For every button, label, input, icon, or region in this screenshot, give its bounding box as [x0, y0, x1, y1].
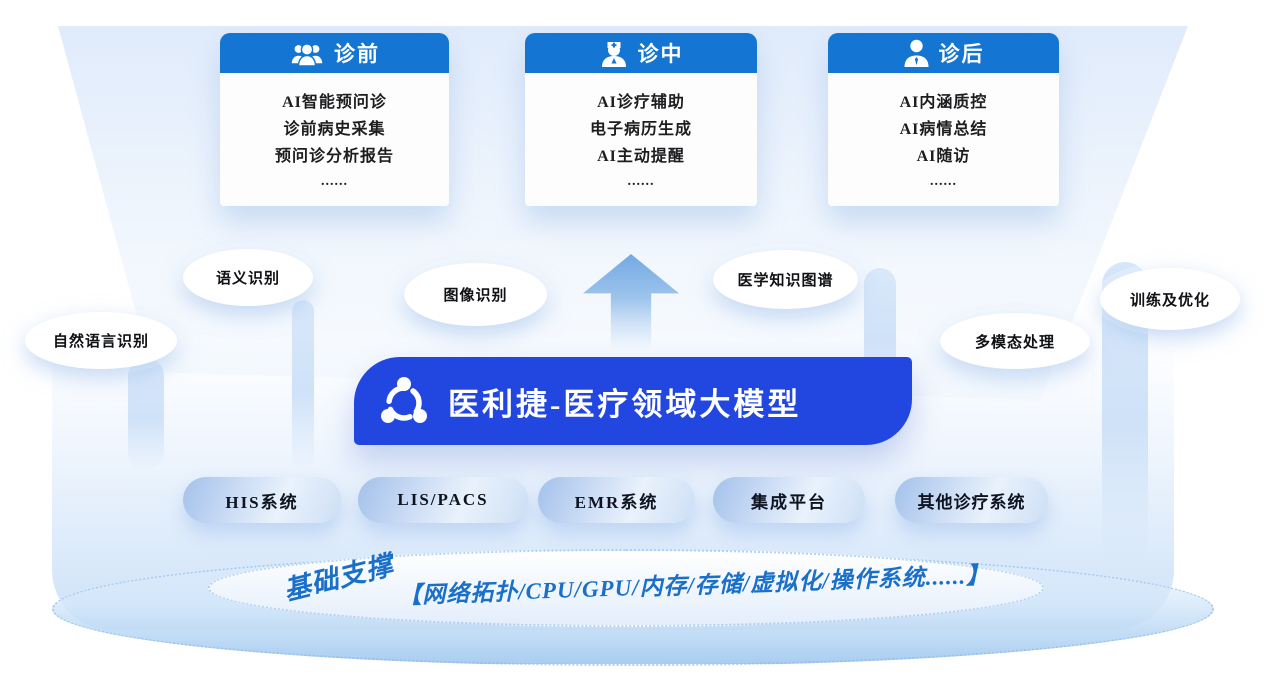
- system-pill-his: HIS系统: [183, 477, 341, 523]
- capability-bubble-semantic: 语义识别: [183, 249, 313, 306]
- stage-card-post-diagnosis: 诊后 AI内涵质控 AI病情总结 AI随访 ......: [828, 33, 1059, 206]
- stage-card-header: 诊中: [525, 33, 757, 73]
- pill-label: 其他诊疗系统: [917, 492, 1026, 512]
- bubble-label: 图像识别: [443, 288, 508, 304]
- stage-card-item: AI主动提醒: [597, 148, 685, 165]
- stage-card-title: 诊中: [637, 42, 684, 66]
- person-icon: [904, 39, 928, 67]
- stage-card-title: 诊后: [938, 42, 985, 66]
- stage-card-item: 诊前病史采集: [283, 121, 386, 138]
- stage-card-item: 电子病历生成: [589, 121, 692, 138]
- stage-card-header: 诊后: [828, 33, 1059, 73]
- share-network-icon: [381, 377, 427, 423]
- bubble-label: 训练及优化: [1129, 292, 1210, 309]
- capability-bubble-multimodal: 多模态处理: [940, 313, 1090, 369]
- stage-card-ellipsis: ......: [627, 174, 655, 189]
- stage-card-item: AI内涵质控: [899, 94, 988, 111]
- stage-card-item: 预问诊分析报告: [274, 148, 394, 165]
- stage-card-ellipsis: ......: [321, 174, 348, 189]
- capability-bubble-training: 训练及优化: [1100, 268, 1240, 330]
- core-model-box: 医利捷-医疗领域大模型: [354, 357, 912, 445]
- platform-ellipse-inner: [208, 549, 1044, 627]
- stage-card-pre-diagnosis: 诊前 AI智能预问诊 诊前病史采集 预问诊分析报告 ......: [220, 33, 449, 206]
- stage-card-ellipsis: ......: [930, 174, 957, 189]
- foundation-band: 基础支撑 【网络拓扑/CPU/GPU/内存/存储/虚拟化/操作系统......】: [281, 548, 1042, 620]
- foundation-prefix: 基础支撑: [280, 549, 397, 607]
- stage-card-item: AI诊疗辅助: [597, 94, 685, 111]
- users-group-icon: [290, 42, 324, 67]
- stage-card-body: AI诊疗辅助 电子病历生成 AI主动提醒 ......: [525, 73, 757, 206]
- capability-bubble-nlp: 自然语言识别: [25, 312, 177, 369]
- bubble-label: 医学知识图谱: [737, 273, 834, 289]
- stage-card-title: 诊前: [334, 42, 380, 66]
- capability-bubble-knowledge-graph: 医学知识图谱: [713, 250, 858, 309]
- pill-label: EMR系统: [574, 492, 659, 512]
- pill-label: HIS系统: [225, 492, 299, 512]
- bubble-label: 语义识别: [215, 271, 280, 287]
- stage-card-item: AI随访: [916, 148, 971, 165]
- stage-card-item: AI智能预问诊: [282, 94, 387, 111]
- stage-card-in-diagnosis: 诊中 AI诊疗辅助 电子病历生成 AI主动提醒 ......: [525, 33, 757, 206]
- foundation-detail: 【网络拓扑/CPU/GPU/内存/存储/虚拟化/操作系统......】: [397, 562, 991, 609]
- doctor-icon: [601, 42, 626, 67]
- stage-card-body: AI内涵质控 AI病情总结 AI随访 ......: [828, 73, 1059, 206]
- bubble-label: 多模态处理: [974, 334, 1055, 351]
- system-pill-integration: 集成平台: [713, 477, 865, 523]
- system-pill-other: 其他诊疗系统: [895, 477, 1048, 523]
- core-model-title: 医利捷-医疗领域大模型: [448, 386, 802, 422]
- system-pill-lis-pacs: LIS/PACS: [358, 477, 528, 523]
- system-pill-emr: EMR系统: [538, 477, 695, 523]
- support-pillar: [128, 358, 164, 470]
- stage-card-item: AI病情总结: [899, 121, 988, 138]
- support-pillar: [292, 300, 314, 470]
- stage-card-body: AI智能预问诊 诊前病史采集 预问诊分析报告 ......: [220, 73, 449, 206]
- pill-label: 集成平台: [751, 492, 827, 512]
- capability-bubble-image: 图像识别: [404, 263, 547, 326]
- stage-card-header: 诊前: [220, 33, 449, 73]
- bubble-label: 自然语言识别: [52, 334, 149, 350]
- pill-label: LIS/PACS: [397, 490, 489, 509]
